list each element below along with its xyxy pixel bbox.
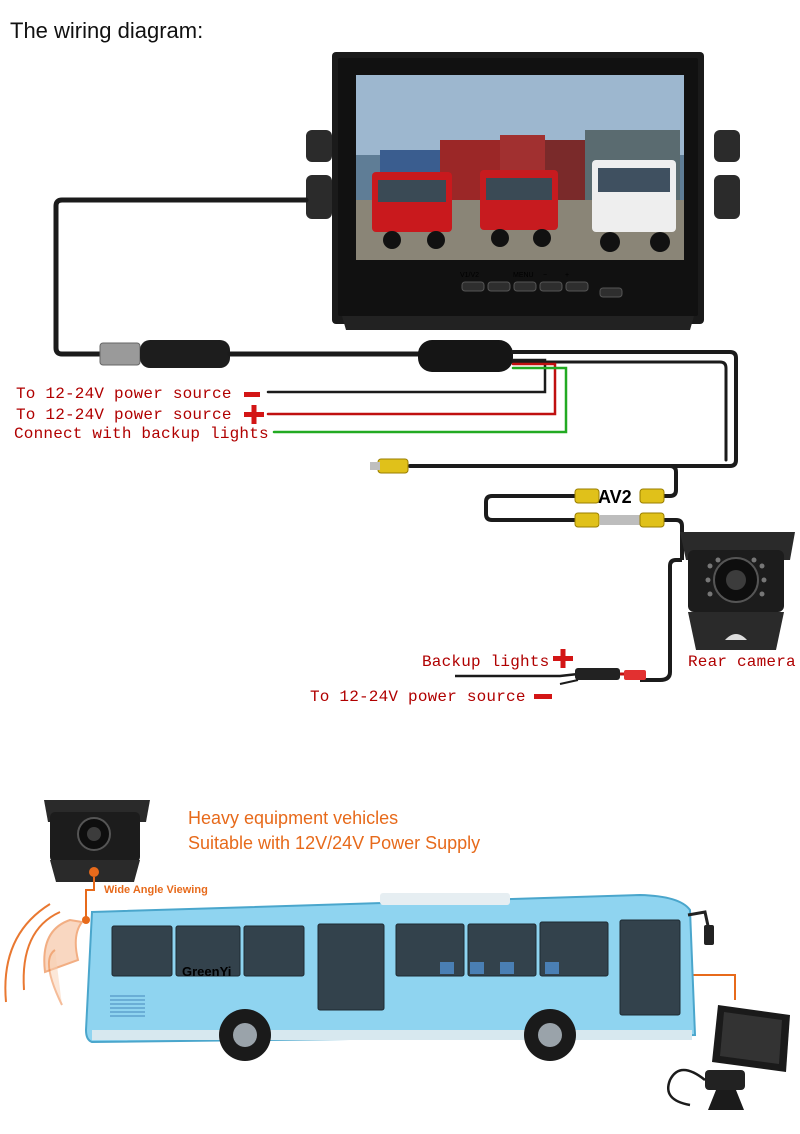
small-monitor-illustration bbox=[667, 1005, 790, 1110]
rear-camera-label: Rear camera bbox=[688, 653, 796, 671]
minus-button-label: − bbox=[543, 272, 547, 279]
power-positive-label: To 12-24V power source bbox=[16, 406, 232, 424]
rear-camera-illustration bbox=[680, 532, 795, 650]
v1v2-button-label: V1/V2 bbox=[460, 272, 479, 279]
bus-illustration bbox=[84, 893, 714, 1061]
av2-cables bbox=[484, 464, 684, 560]
bus-camera-illustration bbox=[44, 800, 150, 882]
minus-icon bbox=[244, 392, 260, 397]
feature-line-1: Heavy equipment vehicles bbox=[188, 808, 399, 828]
feature-line-2: Suitable with 12V/24V Power Supply bbox=[188, 833, 481, 853]
bus-brand-label: GreenYi bbox=[182, 964, 231, 979]
power-negative-label-2: To 12-24V power source bbox=[310, 688, 526, 706]
power-negative-label: To 12-24V power source bbox=[16, 385, 232, 403]
menu-button-label: MENU bbox=[513, 272, 534, 279]
wide-angle-label: Wide Angle Viewing bbox=[104, 884, 208, 896]
viewing-angle-arcs bbox=[4, 903, 84, 1006]
monitor-cables bbox=[53, 197, 738, 474]
backup-lights-connect-label: Connect with backup lights bbox=[14, 425, 269, 443]
monitor-illustration: V1/V2 MENU − + bbox=[306, 52, 740, 330]
polarity-markers bbox=[244, 392, 573, 699]
callout-lines bbox=[85, 877, 736, 1000]
diagram-heading: The wiring diagram: bbox=[10, 18, 204, 43]
av2-label: AV2 bbox=[598, 487, 632, 507]
backup-lights-label: Backup lights bbox=[422, 653, 550, 671]
minus-icon bbox=[534, 694, 552, 699]
rear-camera-cables bbox=[455, 558, 682, 685]
plus-button-label: + bbox=[565, 272, 569, 279]
